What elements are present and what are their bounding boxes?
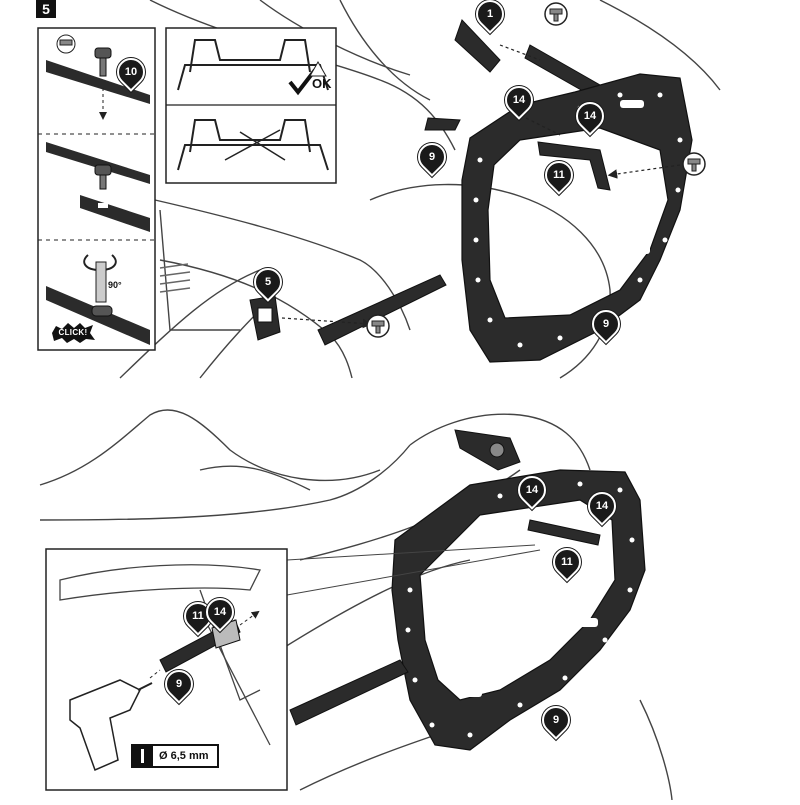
callout-text: 9 [602, 318, 610, 330]
callout-text: 14 [525, 484, 539, 496]
drill-body [69, 679, 142, 772]
callout-text: 11 [553, 169, 565, 181]
inset-left-panel [37, 27, 156, 351]
callout-text: 14 [595, 500, 609, 512]
frame-holes-top [473, 92, 683, 348]
drill-size-label: Ø 6,5 mm [131, 744, 219, 768]
callout-text: 5 [264, 276, 272, 288]
ok-label: OK [312, 76, 332, 91]
callout-text: 14 [213, 606, 227, 618]
bottom-bracket-11 [527, 519, 601, 546]
callout-text: 9 [552, 714, 560, 726]
inset-right-panel [165, 27, 337, 184]
callout-text: 14 [512, 94, 526, 106]
rotation-label: 90° [108, 280, 122, 290]
callout-text: 10 [124, 66, 138, 78]
bottom-lower-arm [289, 659, 409, 726]
drill-size-text: Ø 6,5 mm [159, 750, 209, 762]
callout-text: 9 [175, 678, 183, 690]
click-label: CLICK! [58, 328, 88, 337]
callout-text: 1 [486, 7, 494, 20]
frame-holes-bottom [405, 481, 635, 738]
mid-bracket [537, 141, 611, 191]
motorcycle-outline-bottom [39, 409, 673, 801]
step-number-badge: 5 [36, 0, 56, 18]
callout-text: 11 [561, 556, 573, 568]
callout-text: 9 [428, 151, 436, 163]
click-badge: CLICK! [50, 322, 96, 344]
drill-bit-icon [133, 746, 153, 766]
click-burst-icon [52, 323, 95, 343]
screw-icon [544, 2, 568, 26]
bottom-upper-mount [454, 429, 521, 471]
lower-bracket-arm [317, 274, 447, 346]
vent-grille [159, 263, 191, 293]
screw-icon [366, 314, 390, 338]
callout-text: 14 [583, 110, 597, 122]
upper-mount-arm [454, 19, 501, 73]
left-arm-9 [424, 117, 461, 131]
screw-icon [682, 152, 706, 176]
upper-rear-arm [524, 44, 601, 96]
